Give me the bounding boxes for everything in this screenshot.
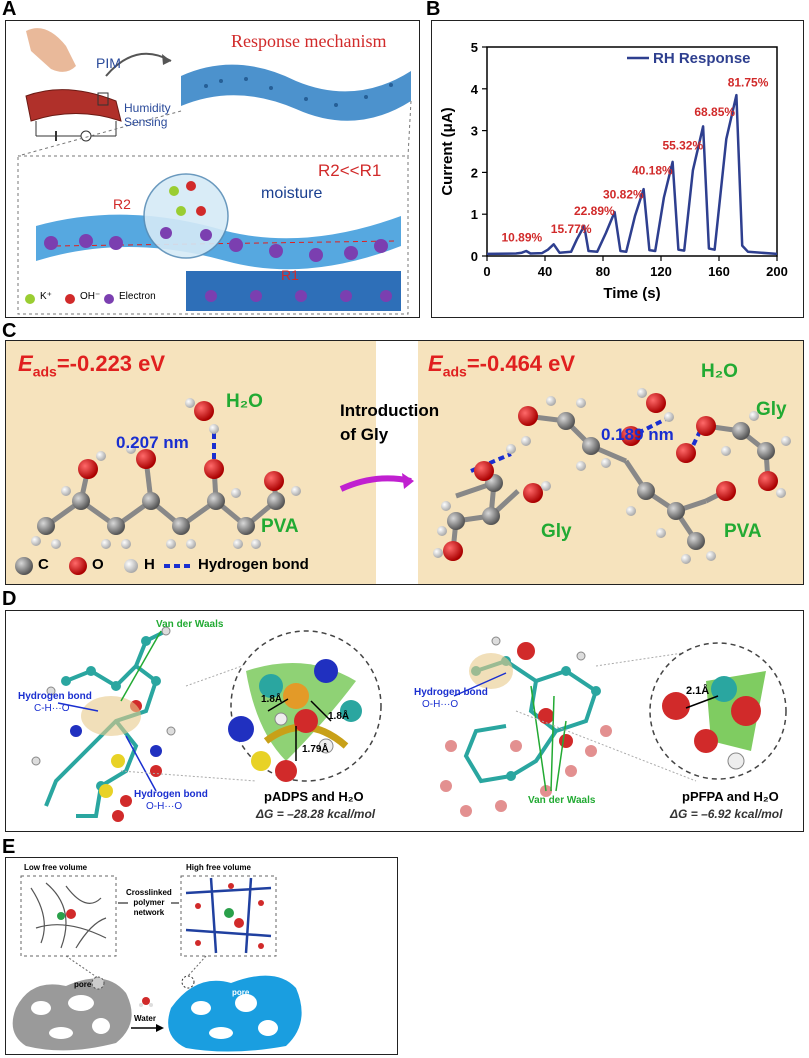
pim-film — [25, 89, 122, 122]
zoom-bubble — [143, 173, 229, 259]
high-free-volume-label: High free volume — [186, 863, 251, 872]
legend-oh: OH⁻ — [80, 291, 101, 302]
y-tick-label: 3 — [471, 124, 478, 139]
wet-pore-structure — [168, 975, 302, 1052]
left-ch-o-label: C-H···O — [34, 703, 70, 714]
panel-d-structures — [31, 626, 787, 822]
ratio-label: R2<<R1 — [318, 161, 382, 180]
left-delta-g: ΔG = –28.28 kcal/mol — [256, 807, 376, 821]
x-tick-label: 200 — [766, 264, 788, 279]
panel-d: Van der Waals Hydrogen bond C-H···O Hydr… — [5, 610, 804, 832]
x-tick-label: 80 — [596, 264, 610, 279]
panel-a-illustration — [17, 28, 412, 315]
rh-annotation: 55.32% — [662, 138, 703, 152]
y-axis-label: Current (μA) — [439, 107, 456, 195]
right-vdw-label: Van der Waals — [528, 795, 596, 806]
wet-pore-label: pore — [232, 988, 250, 997]
porous-sheet — [181, 64, 411, 121]
right-oh-o-label: O-H···O — [422, 699, 459, 710]
legend-hydrogen-bond: Hydrogen bond — [198, 556, 309, 573]
introduction-label: Introduction — [340, 401, 440, 420]
right-distance-label: 0.189 nm — [601, 425, 674, 444]
rh-annotation: 40.18% — [632, 163, 673, 177]
r1-layer — [186, 271, 401, 311]
left-dist-2: 1.8Å — [328, 711, 350, 722]
legend-label: RH Response — [653, 50, 751, 67]
panel-c: Eads=-0.223 eV H₂O 0.207 nm PVA C O H Hy… — [5, 340, 804, 585]
right-delta-g: ΔG = –6.92 kcal/mol — [670, 807, 783, 821]
plot-frame — [486, 46, 778, 257]
legend-h: H — [144, 556, 155, 573]
panel-a-title: Response mechanism — [231, 31, 387, 51]
panel-e: Low free volume High free volume Crossli… — [5, 857, 398, 1055]
left-dist-1: 1.8Å — [261, 694, 283, 705]
y-tick-label: 4 — [471, 82, 479, 97]
legend-c: C — [38, 556, 49, 573]
rh-annotation: 68.85% — [694, 105, 735, 119]
panel-label-e: E — [2, 836, 16, 858]
legend-electron: Electron — [119, 291, 156, 302]
right-pva-label: PVA — [724, 521, 762, 542]
rh-annotation: 15.77% — [551, 222, 592, 236]
x-axis-label: Time (s) — [603, 285, 660, 302]
panel-label-a: A — [2, 0, 17, 20]
panel-e-illustration — [12, 875, 302, 1052]
right-h2o-label: H₂O — [701, 361, 738, 382]
panel-label-d: D — [2, 588, 17, 610]
network-label: Crosslinked polymer network — [126, 888, 172, 917]
low-free-volume-label: Low free volume — [24, 863, 88, 872]
right-gly-label-top: Gly — [756, 399, 787, 420]
rh-annotation: 10.89% — [502, 230, 543, 244]
legend-k: K⁺ — [40, 291, 52, 302]
panel-label-b: B — [426, 0, 441, 20]
panel-a: Response mechanism PIM Humidity Sensing … — [5, 20, 420, 318]
left-eads: Eads=-0.223 eV — [18, 351, 166, 380]
panel-label-c: C — [2, 320, 17, 342]
water-label: Water — [134, 1014, 156, 1023]
left-vdw-label: Van der Waals — [156, 619, 224, 630]
y-tick-label: 0 — [471, 249, 478, 264]
left-hb-label-2: Hydrogen bond — [134, 789, 208, 800]
right-hb-label: Hydrogen bond — [414, 687, 488, 698]
left-pva-label: PVA — [261, 516, 299, 537]
series-line-rh-response — [486, 93, 778, 256]
dry-pore-structure — [12, 978, 132, 1051]
left-oh-o-label: O-H···O — [146, 801, 183, 812]
y-tick-label: 5 — [471, 40, 478, 55]
left-h2o-label: H₂O — [226, 391, 263, 412]
right-dist: 2.1Å — [686, 685, 710, 697]
x-tick-label: 160 — [708, 264, 730, 279]
dry-pore-label: pore — [74, 980, 92, 989]
left-dist-3: 1.79Å — [302, 744, 329, 755]
left-distance-label: 0.207 nm — [116, 433, 189, 452]
right-eads: Eads=-0.464 eV — [428, 351, 576, 380]
r1-label: R1 — [281, 267, 299, 283]
left-hb-label-1: Hydrogen bond — [18, 691, 92, 702]
x-tick-label: 120 — [650, 264, 672, 279]
moisture-label: moisture — [261, 185, 323, 202]
x-tick-label: 0 — [483, 264, 490, 279]
rh-annotation: 30.82% — [603, 187, 644, 201]
right-gly-label-bottom: Gly — [541, 521, 572, 542]
rh-annotation: 81.75% — [728, 76, 769, 90]
r2-label: R2 — [113, 196, 131, 212]
finger-icon — [26, 28, 76, 72]
x-tick-label: 40 — [538, 264, 552, 279]
humidity-sensing-label: Humidity Sensing — [124, 101, 171, 129]
panel-c-molecules — [15, 388, 791, 575]
legend-o: O — [92, 556, 104, 573]
y-tick-label: 2 — [471, 165, 478, 180]
left-caption: pADPS and H₂O — [264, 789, 364, 804]
of-gly-label: of Gly — [340, 425, 389, 444]
y-tick-label: 1 — [471, 207, 478, 222]
pim-label: PIM — [96, 55, 121, 71]
rh-annotation: 22.89% — [574, 204, 615, 218]
right-caption: pPFPA and H₂O — [682, 789, 779, 804]
